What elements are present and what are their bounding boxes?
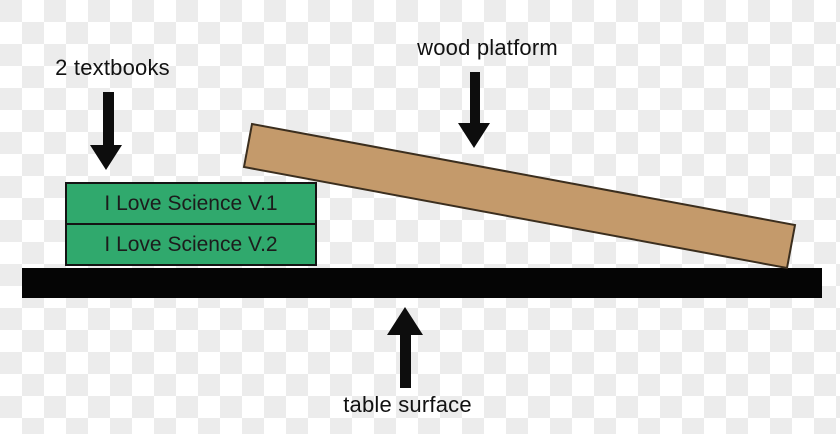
table-surface-label: table surface — [343, 392, 472, 417]
textbooks-label: 2 textbooks — [55, 55, 170, 80]
table-surface-bar — [22, 268, 822, 298]
textbooks-down-arrow-icon — [90, 92, 122, 170]
wood-platform-shape — [242, 122, 797, 270]
textbook-v1-label: I Love Science V.1 — [104, 191, 278, 215]
textbook-v2: I Love Science V.2 — [65, 223, 317, 266]
platform-down-arrow-icon — [458, 72, 490, 148]
textbook-stack: I Love Science V.1 I Love Science V.2 — [65, 182, 317, 266]
table-up-arrow-icon — [387, 307, 423, 388]
wood-platform-label: wood platform — [417, 35, 558, 60]
textbook-v2-label: I Love Science V.2 — [104, 232, 278, 256]
textbook-v1: I Love Science V.1 — [65, 182, 317, 225]
